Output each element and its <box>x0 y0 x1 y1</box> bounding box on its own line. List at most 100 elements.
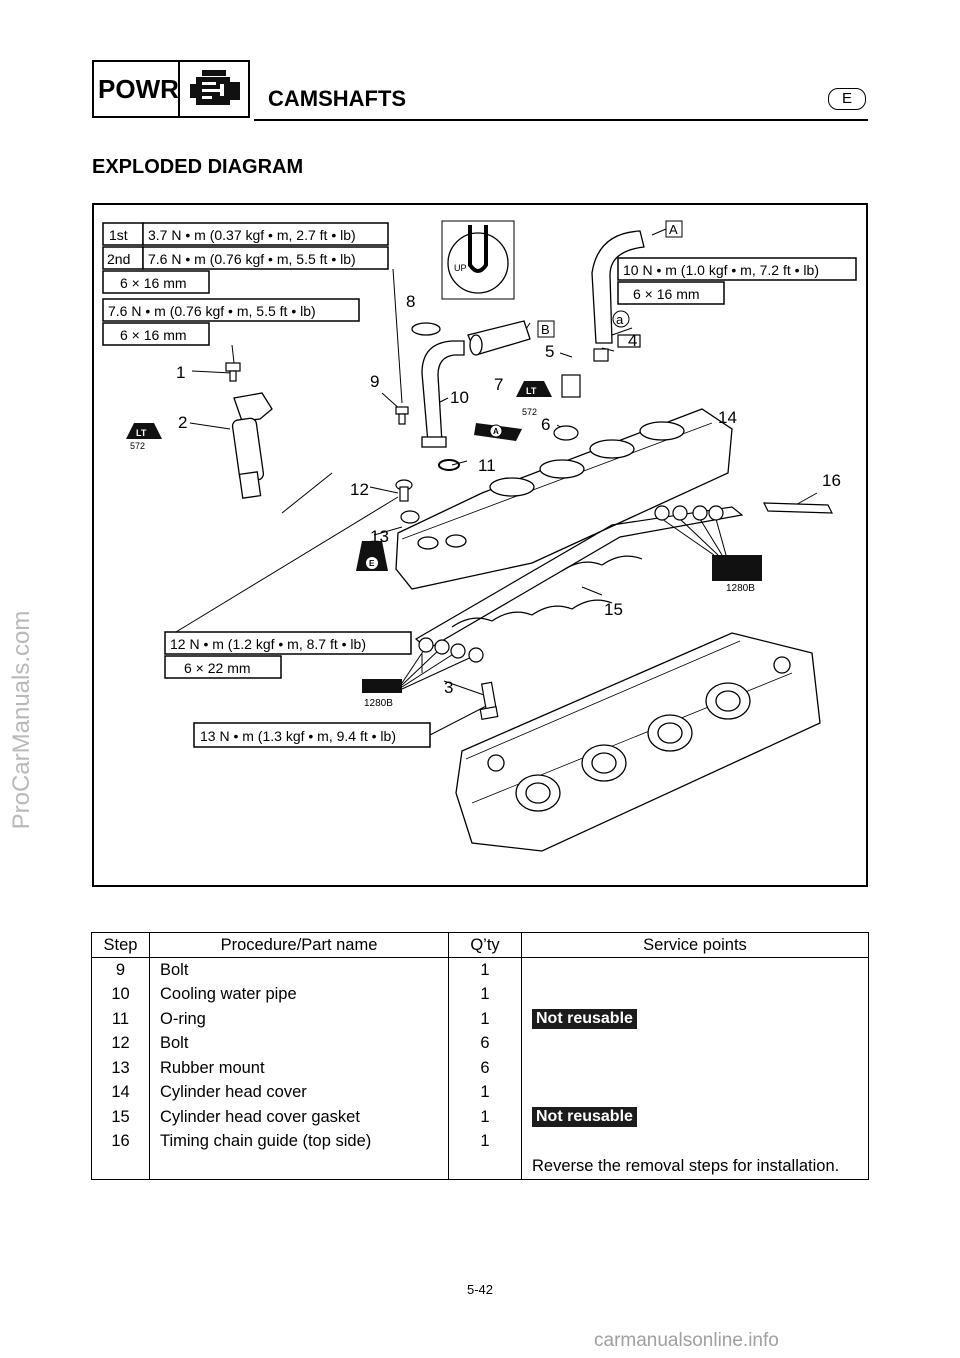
table-row: 16 Timing chain guide (top side) 1 <box>91 1129 869 1154</box>
up-label: UP <box>454 263 467 273</box>
sealant-code-left: 1280B <box>364 698 393 709</box>
torque-spec-3: 10 N • m (1.0 kgf • m, 7.2 ft • lb) 6 × … <box>617 257 857 305</box>
row-name: Cylinder head cover gasket <box>149 1105 449 1130</box>
not-reusable-badge: Not reusable <box>532 1107 637 1128</box>
callout-11: 11 <box>478 456 496 475</box>
torque-1-second-label: 2nd <box>107 251 130 267</box>
exploded-diagram-frame <box>92 203 868 887</box>
row-step: 15 <box>91 1105 150 1130</box>
timing-chain-guide <box>763 502 833 514</box>
row-service <box>521 957 869 983</box>
callout-3: 3 <box>444 678 453 697</box>
washer <box>411 322 441 336</box>
grease-marker: A <box>474 423 522 441</box>
torque-3-value: 10 N • m (1.0 kgf • m, 7.2 ft • lb) <box>623 262 819 278</box>
lt-marker-right: LT 572 <box>516 381 552 417</box>
page-title: CAMSHAFTS <box>268 86 407 111</box>
torque-1-second-value: 7.6 N • m (0.76 kgf • m, 5.5 ft • lb) <box>148 251 356 267</box>
letter-a: A <box>669 222 678 237</box>
torque-spec-1: 1st 3.7 N • m (0.37 kgf • m, 2.7 ft • lb… <box>102 222 389 294</box>
spark-plug <box>479 681 499 721</box>
torque-3-size: 6 × 16 mm <box>633 286 700 302</box>
row-step: 11 <box>91 1007 150 1032</box>
side-watermark: ProCarManuals.com <box>2 560 42 880</box>
language-badge: E <box>828 88 866 110</box>
callout-14: 14 <box>718 408 737 427</box>
table-row: 11 O-ring 1 Not reusable <box>91 1007 869 1032</box>
letter-a-small: a <box>616 312 624 327</box>
row-qty: 1 <box>448 1129 522 1154</box>
torque-1-size: 6 × 16 mm <box>120 275 187 291</box>
sealant-marker-right: 1280B <box>654 505 762 594</box>
page-number: 5-42 <box>466 1282 494 1297</box>
row-service <box>521 1080 869 1105</box>
callout-4: 4 <box>628 331 637 350</box>
row-qty: 1 <box>448 957 522 983</box>
torque-5-value: 13 N • m (1.3 kgf • m, 9.4 ft • lb) <box>200 728 396 744</box>
connector-4 <box>593 334 641 362</box>
torque-spec-5: 13 N • m (1.3 kgf • m, 9.4 ft • lb) <box>193 722 431 748</box>
torque-2-value: 7.6 N • m (0.76 kgf • m, 5.5 ft • lb) <box>108 303 316 319</box>
hose-7 <box>467 320 531 356</box>
callout-7: 7 <box>494 375 503 394</box>
cap-6 <box>553 374 581 441</box>
lt-marker-left: LT 572 <box>126 423 162 451</box>
bolt-1 <box>225 362 241 382</box>
row-qty <box>448 1154 522 1180</box>
o-ring <box>438 459 460 471</box>
sealant-marker-left: 1280B <box>362 637 484 709</box>
table-header-row: Step Procedure/Part name Q’ty Service po… <box>91 932 869 958</box>
cooling-water-pipe <box>421 340 465 448</box>
leader-lines <box>175 228 818 736</box>
callout-2: 2 <box>178 413 187 432</box>
row-name: Cooling water pipe <box>149 982 449 1007</box>
row-qty: 1 <box>448 982 522 1007</box>
torque-1-first-value: 3.7 N • m (0.37 kgf • m, 2.7 ft • lb) <box>148 227 356 243</box>
table-row: 15 Cylinder head cover gasket 1 Not reus… <box>91 1105 869 1130</box>
table-row: Reverse the removal steps for installati… <box>91 1154 869 1180</box>
engine-icon <box>190 70 240 105</box>
not-reusable-badge: Not reusable <box>532 1009 637 1030</box>
row-service <box>521 982 869 1007</box>
row-name: Cylinder head cover <box>149 1080 449 1105</box>
up-detail-inset: UP <box>441 220 515 300</box>
callout-12: 12 <box>350 480 369 499</box>
oil-label: E <box>369 559 375 568</box>
row-qty: 1 <box>448 1080 522 1105</box>
callout-10: 10 <box>450 388 469 407</box>
row-service: Not reusable <box>521 1007 869 1032</box>
header-qty: Q’ty <box>448 932 522 958</box>
row-name: Timing chain guide (top side) <box>149 1129 449 1154</box>
row-service <box>521 1031 869 1056</box>
table-row: 13 Rubber mount 6 <box>91 1056 869 1081</box>
row-service: Not reusable <box>521 1105 869 1130</box>
torque-2-size: 6 × 16 mm <box>120 327 187 343</box>
row-name <box>149 1154 449 1180</box>
row-step: 9 <box>91 957 150 983</box>
exploded-diagram: 1st 3.7 N • m (0.37 kgf • m, 2.7 ft • lb… <box>102 220 857 852</box>
bolt-12 <box>395 479 413 502</box>
row-name: Rubber mount <box>149 1056 449 1081</box>
header-service: Service points <box>521 932 869 958</box>
reference-letters: A B a <box>537 220 683 338</box>
section-title: EXPLODED DIAGRAM <box>92 156 304 178</box>
section-code-box: POWR <box>92 60 250 118</box>
callout-9: 9 <box>370 372 379 391</box>
lt-label-right: LT <box>526 386 537 396</box>
hose-a <box>591 230 645 344</box>
section-code-divider <box>178 62 180 116</box>
lt-code-left: 572 <box>130 441 145 451</box>
row-step: 10 <box>91 982 150 1007</box>
callout-8: 8 <box>406 292 415 311</box>
torque-1-first-label: 1st <box>109 227 128 243</box>
cylinder-head <box>455 632 821 852</box>
torque-spec-2: 7.6 N • m (0.76 kgf • m, 5.5 ft • lb) 6 … <box>102 298 360 346</box>
row-step: 14 <box>91 1080 150 1105</box>
side-watermark-text: ProCarManuals.com <box>8 610 35 830</box>
row-service <box>521 1129 869 1154</box>
rubber-mount-13 <box>400 510 420 524</box>
row-qty: 1 <box>448 1007 522 1032</box>
callout-13: 13 <box>370 527 389 546</box>
grease-label: A <box>493 427 499 436</box>
service-table: Step Procedure/Part name Q’ty Service po… <box>91 932 869 1180</box>
